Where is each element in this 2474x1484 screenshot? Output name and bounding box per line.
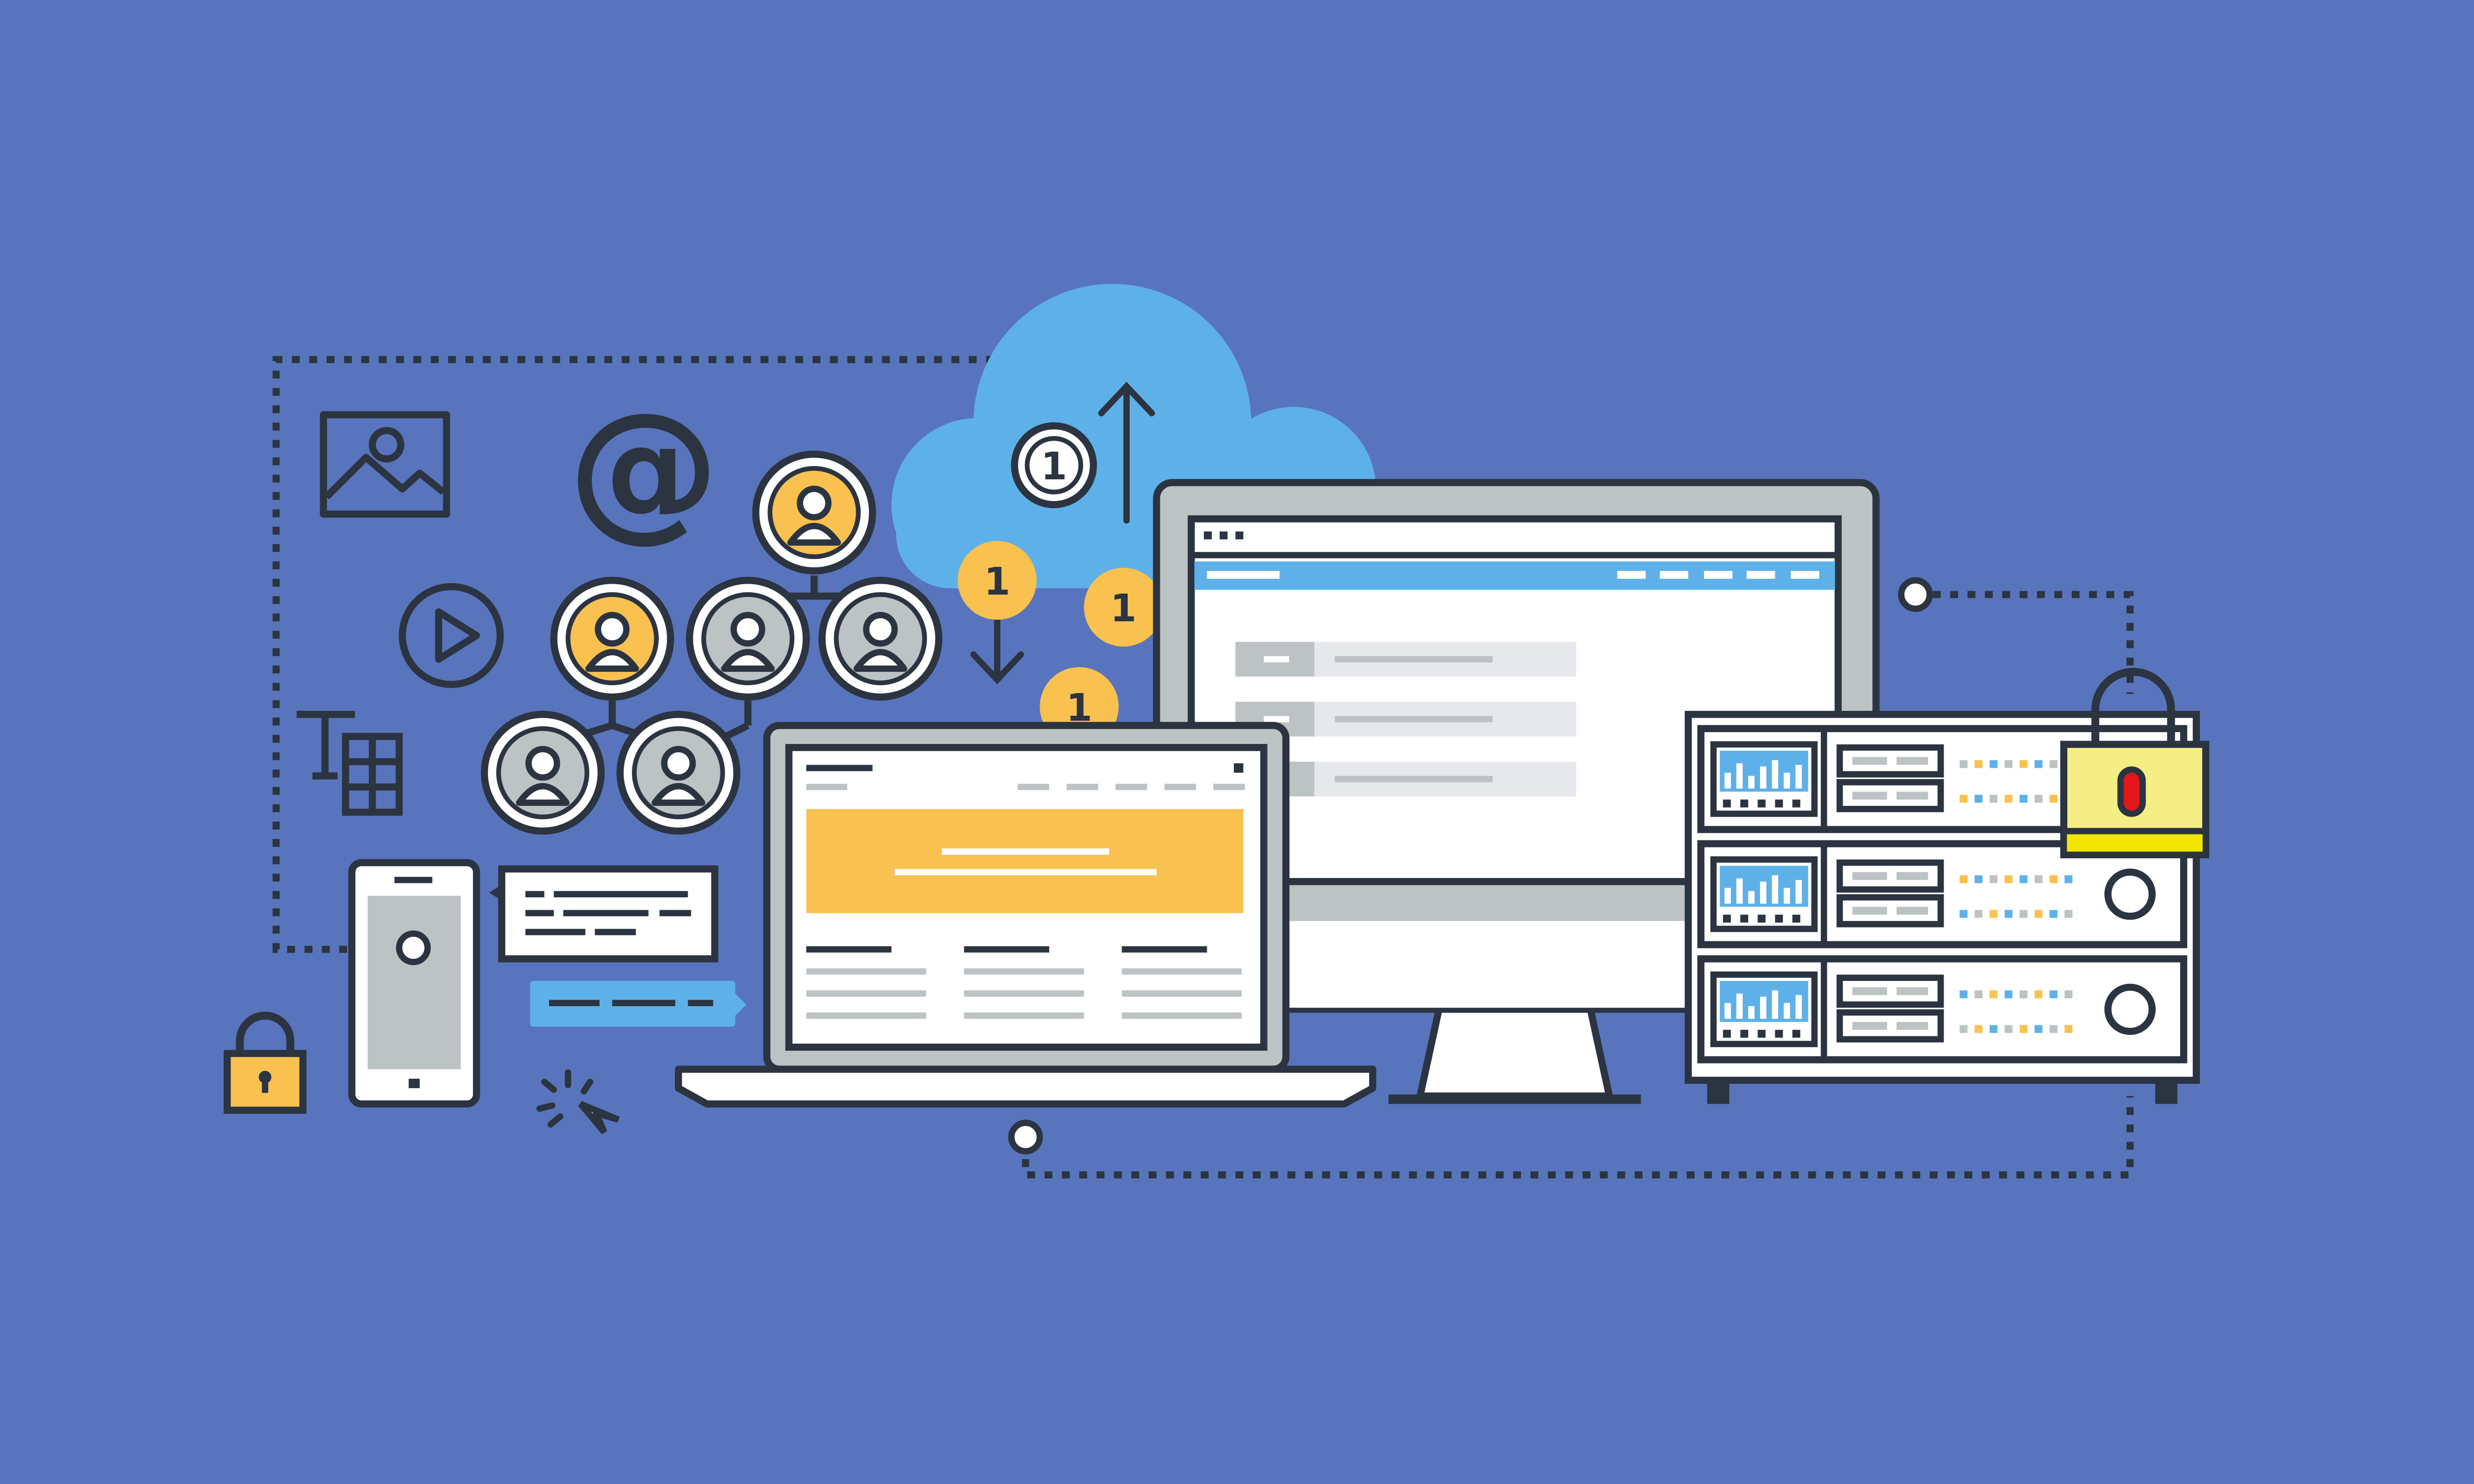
- connector-nodes: [1008, 577, 1933, 1155]
- coins: 1 1 1 1: [957, 422, 1163, 746]
- coin-label: 1: [1110, 587, 1137, 631]
- padlock-icon: [224, 1012, 307, 1114]
- image-icon: [320, 411, 450, 518]
- user-icon: [617, 711, 741, 835]
- arrow-down-icon: [970, 615, 1024, 685]
- at-sign-icon: @: [568, 380, 719, 556]
- text-table-icon: [296, 711, 403, 816]
- connector-node-server: [1898, 577, 1933, 612]
- laptop: [674, 722, 1377, 1108]
- user-icon: [480, 711, 605, 835]
- coin-icon: 1: [1084, 567, 1163, 647]
- cursor-click-icon: [536, 1069, 620, 1135]
- server-unit: [1697, 840, 2188, 948]
- user-icon: [550, 577, 674, 701]
- dotted-line-server-top: [1915, 591, 2134, 694]
- input-bubble: [530, 980, 747, 1027]
- user-icon: [818, 577, 943, 701]
- coin-icon: 1: [957, 541, 1037, 620]
- coin-icon: 1: [1011, 422, 1097, 509]
- play-icon: [398, 583, 504, 688]
- arrow-up-icon: [1098, 381, 1155, 524]
- connector-node-bottom: [1008, 1119, 1043, 1155]
- smartphone: [348, 859, 480, 1108]
- coin-label: 1: [984, 560, 1010, 604]
- coin-label: 1: [1041, 445, 1067, 489]
- dotted-line-bottom: [1022, 1096, 2134, 1179]
- chat-bubble: [489, 865, 718, 963]
- user-icon: [686, 577, 810, 701]
- dotted-connectors: [272, 356, 2134, 1179]
- dotted-line-left-loop: [272, 356, 1058, 953]
- padlock-icon: [2060, 668, 2210, 859]
- user-icon: [752, 450, 876, 575]
- server-unit: [1697, 955, 2188, 1064]
- user-network: [480, 450, 943, 835]
- connector-node-phone: [396, 930, 431, 966]
